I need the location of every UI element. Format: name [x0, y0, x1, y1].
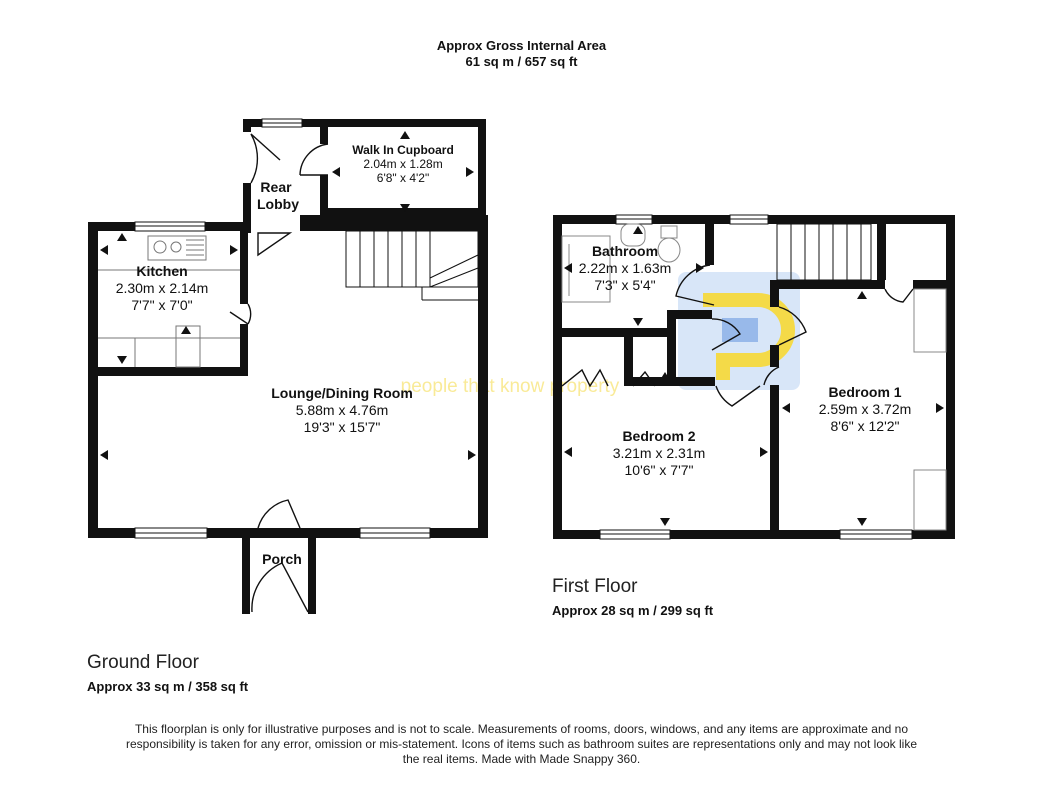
wall: [667, 377, 715, 386]
gross-area-value: 61 sq m / 657 sq ft: [465, 54, 578, 69]
wall: [240, 324, 248, 376]
wall: [88, 367, 98, 537]
wall: [913, 280, 955, 289]
wall: [88, 367, 248, 376]
wall: [705, 215, 714, 265]
disclaimer-text: This floorplan is only for illustrative …: [125, 722, 918, 766]
bathroom-metric: 2.22m x 1.63m: [579, 260, 672, 276]
first-floor-title: First Floor: [552, 576, 638, 597]
bath-icon: [561, 235, 611, 303]
dimension-arrows-first: [564, 226, 944, 526]
lounge-name: Lounge/Dining Room: [271, 385, 413, 401]
bedroom1-imperial: 8'6" x 12'2": [831, 418, 900, 434]
kitchen-fittings: [98, 235, 240, 368]
wall: [624, 328, 633, 386]
appliance-icon: [175, 325, 201, 368]
walk-in-cupboard-imperial: 6'8" x 4'2": [377, 171, 429, 185]
wall: [243, 183, 251, 233]
wall: [320, 119, 486, 127]
wall: [770, 385, 779, 539]
first-floor-area: Approx 28 sq m / 299 sq ft: [552, 603, 714, 618]
ground-floor-title: Ground Floor: [87, 652, 199, 673]
ground-floor-area: Approx 33 sq m / 358 sq ft: [87, 679, 249, 694]
door-swing: [251, 562, 309, 613]
bedroom2-imperial: 10'6" x 7'7": [625, 462, 694, 478]
wall: [946, 215, 955, 539]
ground-windows: [134, 118, 431, 539]
door-swing: [247, 303, 252, 325]
kitchen-imperial: 7'7" x 7'0": [131, 297, 192, 313]
dimension-arrows-ground: [100, 131, 476, 460]
bedroom2-metric: 3.21m x 2.31m: [613, 445, 706, 461]
ground-stairs: [345, 230, 479, 301]
door-swing: [675, 264, 715, 306]
bathroom-imperial: 7'3" x 5'4": [594, 277, 655, 293]
wall: [553, 215, 562, 539]
sink-icon: [147, 235, 207, 261]
wall: [308, 538, 316, 614]
watermark-text: people that know property: [401, 376, 620, 397]
bedroom1-metric: 2.59m x 3.72m: [819, 401, 912, 417]
wall: [88, 528, 488, 538]
wall: [328, 208, 478, 216]
rear-lobby-name-2: Lobby: [257, 196, 299, 212]
kitchen-name: Kitchen: [136, 263, 187, 279]
wardrobe-door: [561, 368, 609, 388]
door-swing: [250, 133, 259, 184]
lounge-metric: 5.88m x 4.76m: [296, 402, 389, 418]
wall: [320, 175, 328, 215]
wall: [667, 310, 712, 319]
first-doors: [561, 264, 914, 407]
wall: [770, 280, 779, 307]
ground-doors: [229, 133, 329, 613]
wall: [478, 119, 486, 229]
wall: [478, 222, 488, 538]
wardrobe-door: [632, 370, 656, 387]
door-swing: [299, 143, 329, 176]
wall: [877, 215, 886, 280]
first-fittings: [561, 223, 947, 531]
bedroom2-name: Bedroom 2: [622, 428, 695, 444]
porch-name: Porch: [262, 551, 302, 567]
kitchen-metric: 2.30m x 2.14m: [116, 280, 209, 296]
door-swing: [884, 288, 914, 303]
wall: [770, 280, 885, 289]
door-swing: [257, 499, 301, 529]
door-swing: [715, 385, 761, 407]
bedroom1-name: Bedroom 1: [828, 384, 901, 400]
wall: [320, 119, 328, 144]
toilet-icon: [660, 225, 678, 239]
wall: [242, 538, 250, 614]
door-swing: [257, 232, 293, 257]
first-windows: [599, 214, 913, 540]
walk-in-cupboard-metric: 2.04m x 1.28m: [363, 157, 442, 171]
door-swing: [763, 366, 780, 386]
watermark-logo: [678, 272, 800, 390]
bathroom-name: Bathroom: [592, 243, 658, 259]
gross-area-title: Approx Gross Internal Area: [436, 38, 607, 53]
wall: [553, 530, 955, 539]
door-swing: [778, 306, 807, 346]
rear-lobby-name-1: Rear: [260, 179, 292, 195]
lounge-imperial: 19'3" x 15'7": [304, 419, 381, 435]
wall: [770, 345, 779, 367]
wall: [300, 215, 488, 231]
door-swing: [711, 318, 741, 351]
walk-in-cupboard-name: Walk In Cupboard: [352, 143, 454, 157]
basin-icon: [620, 223, 646, 247]
wall: [240, 222, 248, 304]
wall: [667, 310, 676, 386]
wall: [624, 377, 669, 386]
wall: [88, 222, 98, 372]
wall: [562, 328, 667, 337]
